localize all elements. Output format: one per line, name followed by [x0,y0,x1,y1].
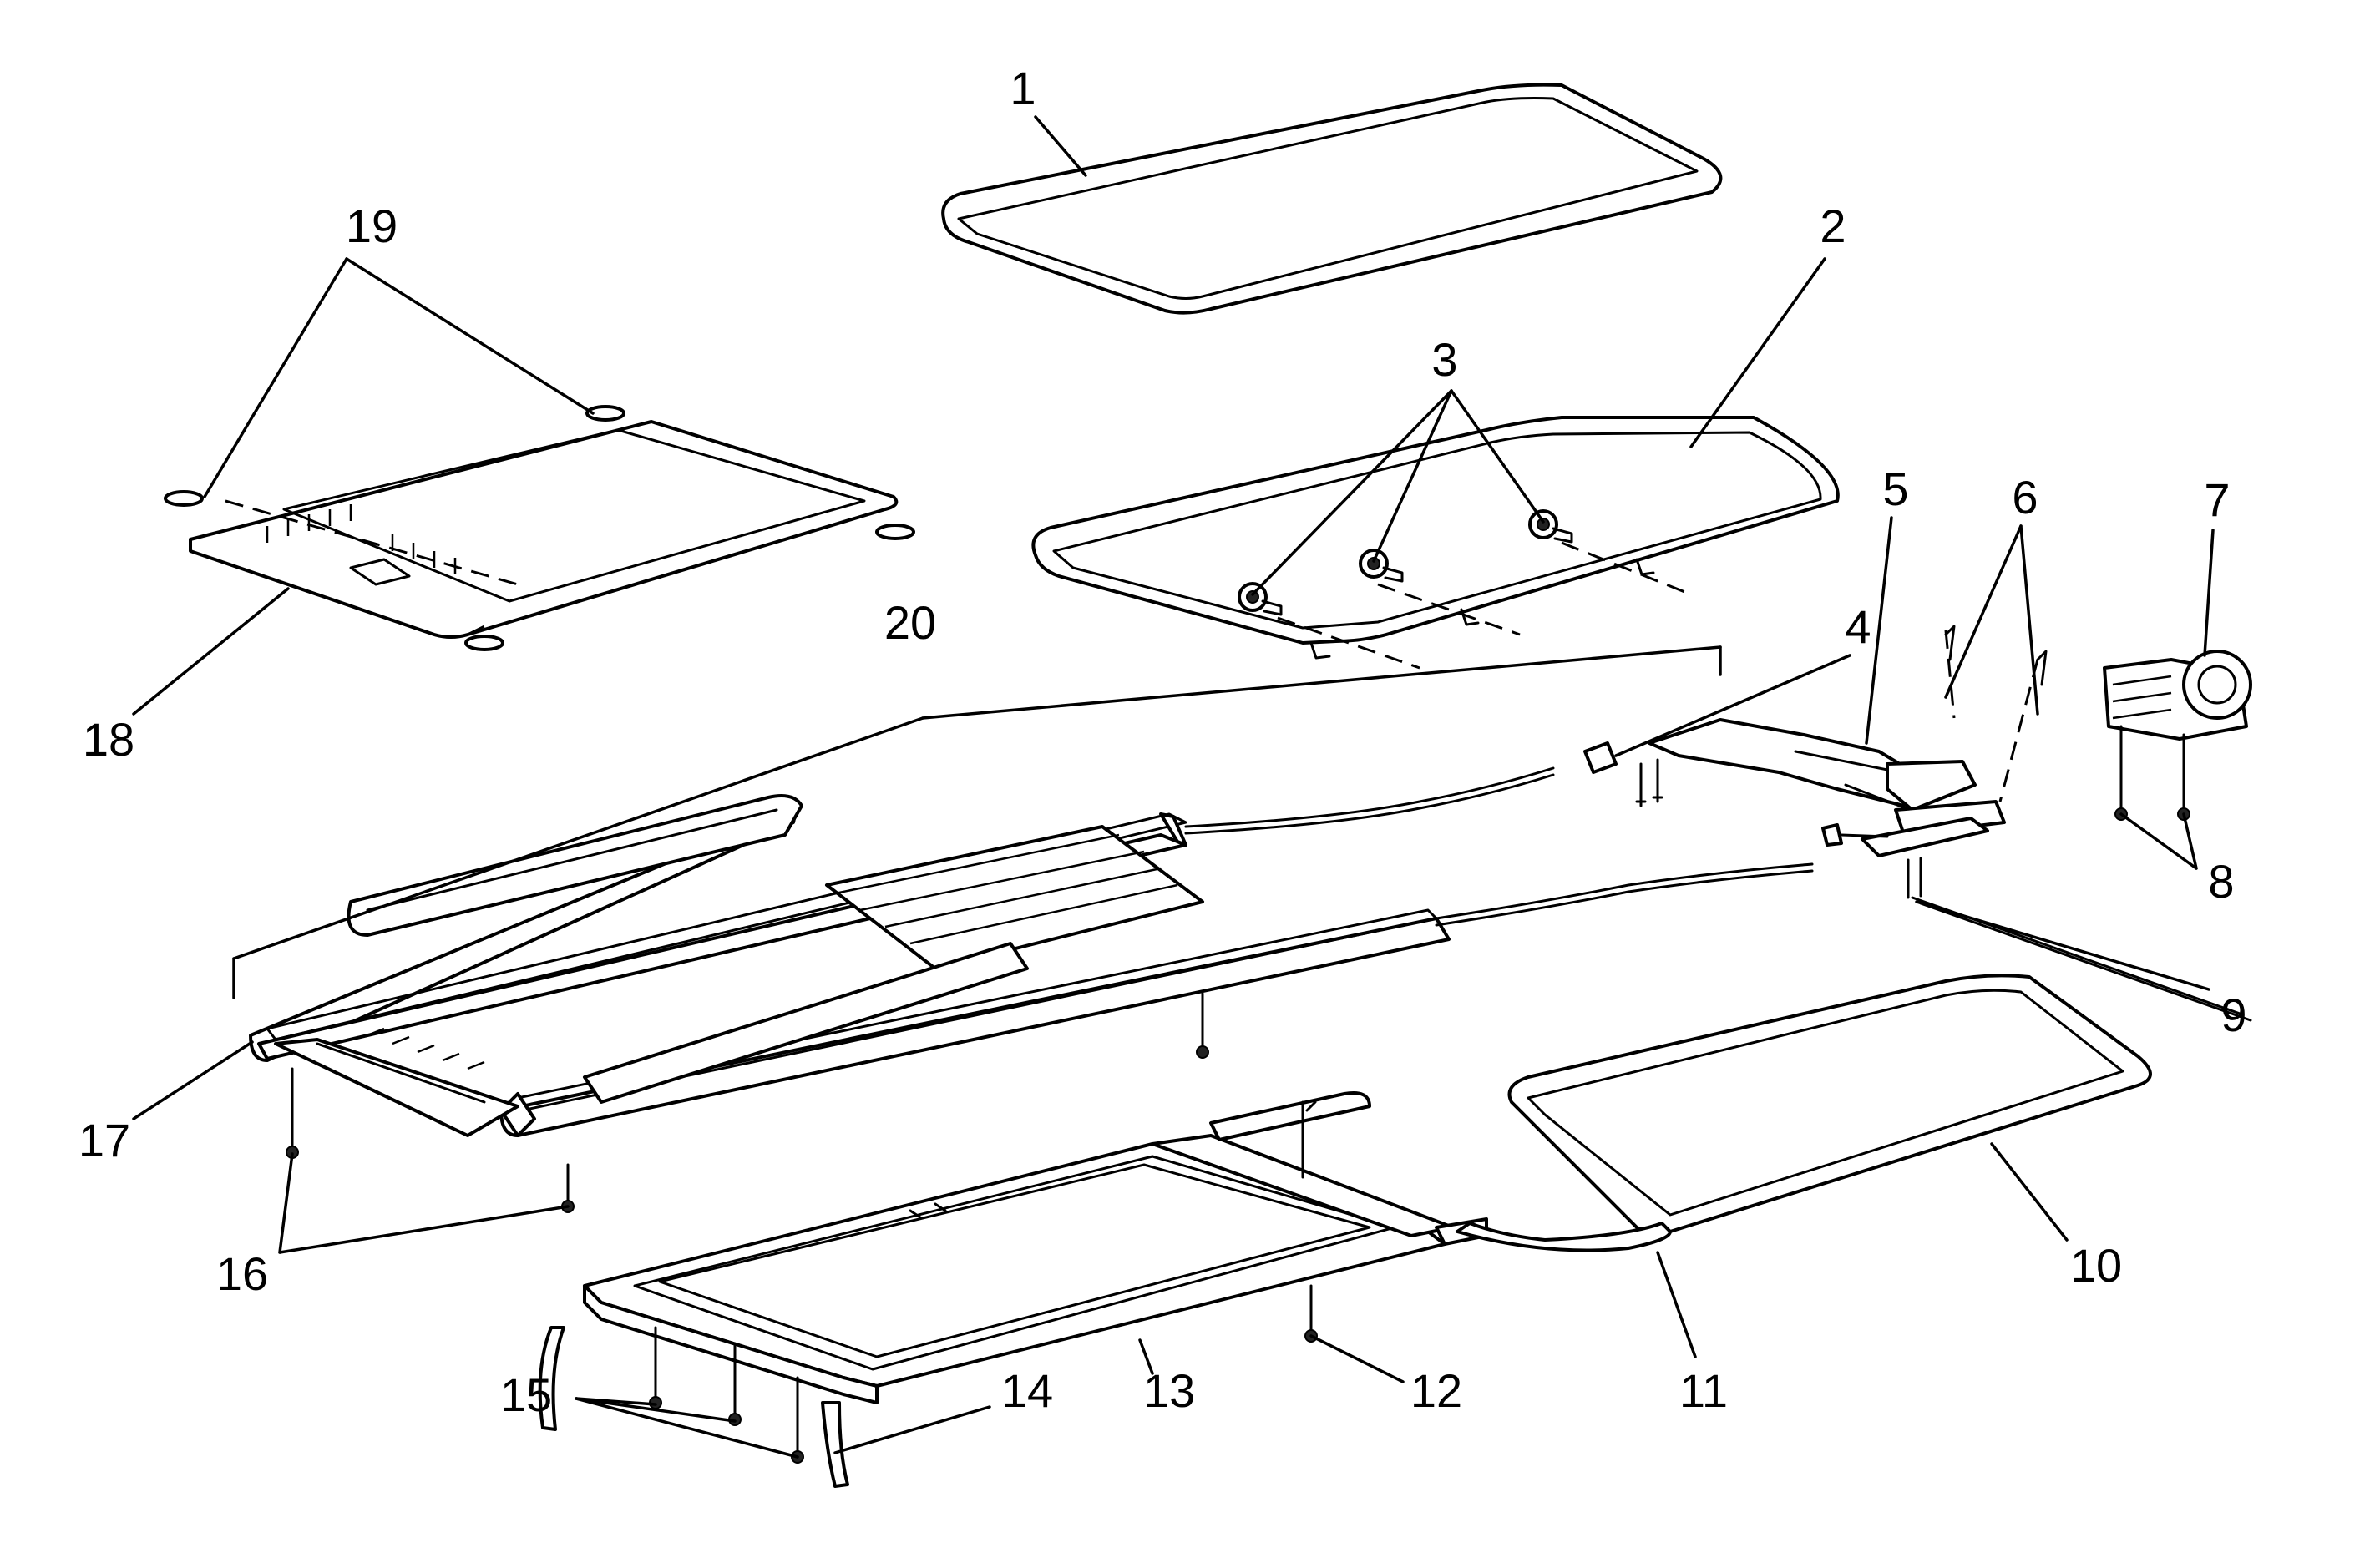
rear-drain-tube-part [1456,1222,1672,1252]
sunroof-module-part [249,794,1451,1137]
callout-8: 8 [2208,855,2234,908]
leader-lines [132,115,2215,1459]
callout-15: 15 [500,1368,552,1421]
callout-10: 10 [2070,1239,2122,1292]
sunshade-part [189,420,899,639]
seal-glass-panel-part [1031,416,1840,670]
sunroof-housing-part [538,1091,1488,1488]
callout-16: 16 [216,1247,268,1300]
callout-4: 4 [1845,600,1871,653]
callout-14: 14 [1001,1364,1053,1417]
motor-bracket-part [1583,625,2048,899]
sunroof-motor-part [2103,650,2252,821]
callout-2: 2 [1820,200,1846,252]
callout-12: 12 [1410,1364,1462,1417]
callout-3: 3 [1431,333,1457,386]
sunroof-seal-part [1507,974,2152,1235]
callout-6: 6 [2012,471,2038,524]
callout-17: 17 [78,1114,130,1166]
callout-20: 20 [884,596,936,649]
callout-labels: 1 2 3 4 5 6 7 8 9 10 11 12 13 14 15 16 1… [78,62,2247,1421]
callout-18: 18 [83,713,134,766]
callout-13: 13 [1143,1364,1195,1417]
callout-7: 7 [2204,473,2230,526]
callout-19: 19 [346,200,398,252]
drive-cable-part [1184,766,1814,927]
sunshade-guide-part [164,405,915,651]
callout-11: 11 [1679,1364,1728,1417]
glass-panel-part [941,83,1723,315]
callout-1: 1 [1010,62,1036,114]
callout-5: 5 [1882,463,1908,515]
bolt-part [286,992,1318,1464]
callout-9: 9 [2220,989,2246,1041]
module-bracket [232,645,1722,999]
